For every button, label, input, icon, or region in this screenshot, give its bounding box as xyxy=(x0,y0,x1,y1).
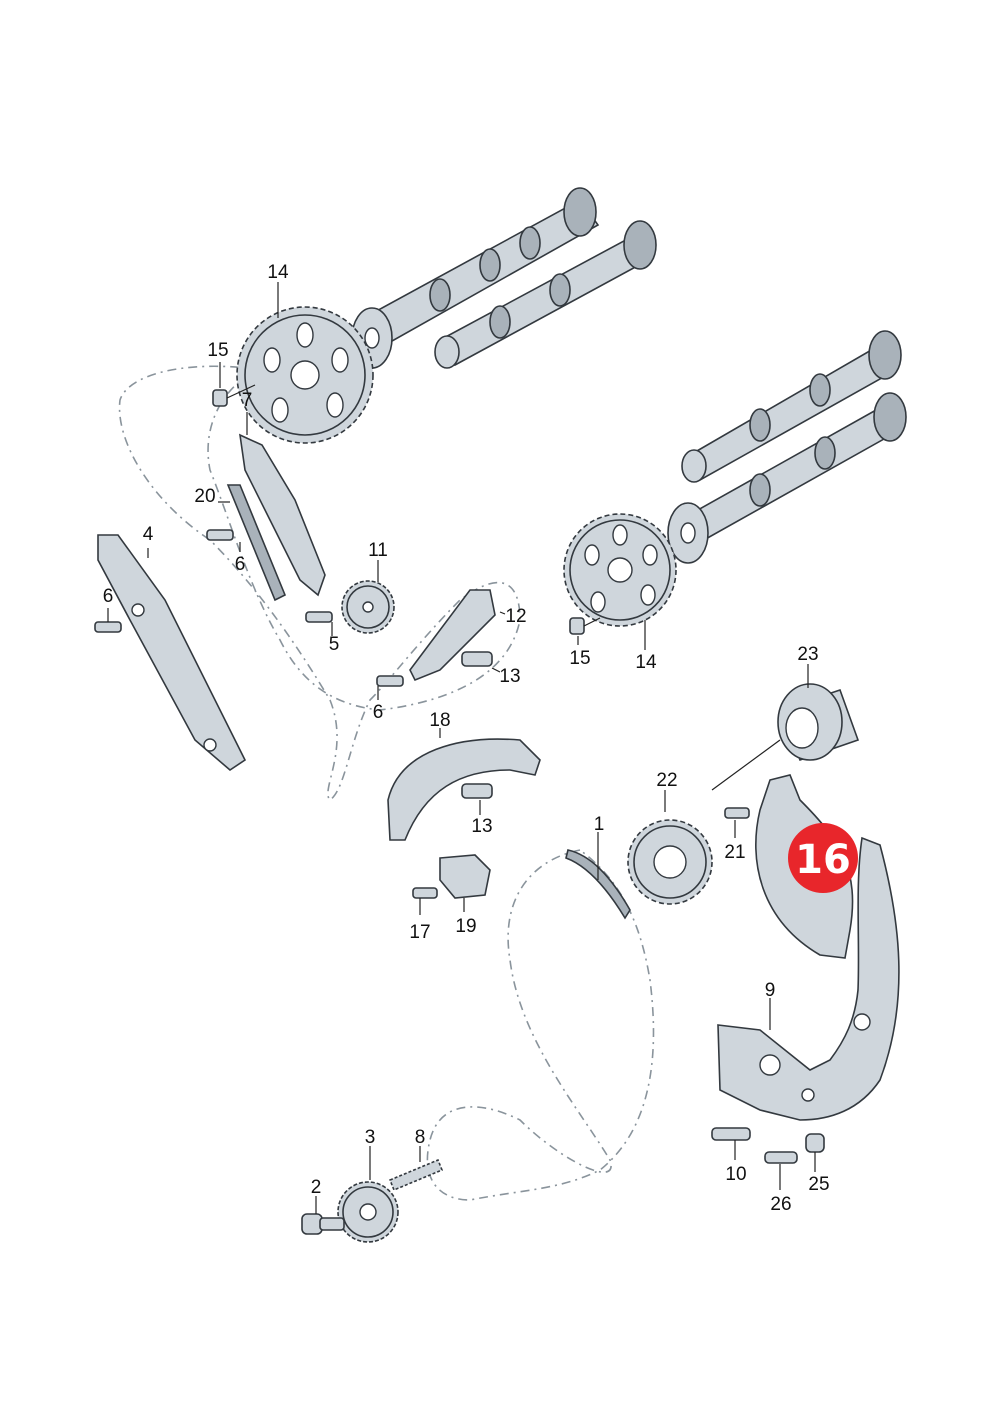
callout-20: 20 xyxy=(194,486,215,507)
callout-6-lower: 6 xyxy=(373,702,384,723)
chain-20 xyxy=(226,484,287,602)
callout-7: 7 xyxy=(242,390,253,411)
callout-6-mid: 6 xyxy=(235,554,246,575)
bolt-2 xyxy=(301,1213,345,1235)
sprocket-3 xyxy=(337,1181,399,1243)
camshaft-upper-left xyxy=(351,187,600,369)
bolt-26 xyxy=(764,1151,798,1164)
camshaft-right-upper xyxy=(681,330,902,483)
callout-8: 8 xyxy=(415,1127,426,1148)
highlight-badge-16[interactable]: 16 xyxy=(788,823,858,893)
chain-tensioner-12 xyxy=(409,589,496,682)
badge-label[interactable]: 16 xyxy=(795,837,851,883)
bolt-10 xyxy=(711,1127,751,1141)
tensioner-19 xyxy=(439,854,491,899)
callout-10: 10 xyxy=(725,1164,746,1185)
camshaft-sprocket-right xyxy=(563,513,677,627)
guide-rail-18 xyxy=(387,738,541,841)
bolt-15-right xyxy=(569,617,601,635)
badge-circle[interactable] xyxy=(788,823,858,893)
bolt-15-left xyxy=(212,384,256,407)
guide-rail-7 xyxy=(239,433,326,597)
callout-23: 23 xyxy=(797,644,818,665)
callout-4: 4 xyxy=(143,524,154,545)
upper-chain-path xyxy=(118,365,521,802)
bolt-6-mid xyxy=(206,529,234,541)
camshaft-sprocket-left xyxy=(236,306,374,444)
callout-25: 25 xyxy=(808,1174,829,1195)
callout-13-upper: 13 xyxy=(499,666,520,687)
callout-14-left: 14 xyxy=(267,262,289,283)
callout-21: 21 xyxy=(724,842,745,863)
camshaft-upper-right xyxy=(434,220,657,369)
callout-5: 5 xyxy=(329,634,340,655)
guide-rail-4 xyxy=(97,534,247,772)
gear-23 xyxy=(777,683,860,762)
callout-22: 22 xyxy=(656,770,677,791)
spring-8 xyxy=(388,1158,444,1192)
callout-12: 12 xyxy=(505,606,526,627)
callout-17: 17 xyxy=(409,922,430,943)
bolt-17 xyxy=(412,887,438,899)
bolt-6-lower xyxy=(376,675,404,687)
sprocket-11 xyxy=(341,580,395,634)
callout-13-lower: 13 xyxy=(471,816,492,837)
callout-9: 9 xyxy=(765,980,776,1001)
bolt-6-left xyxy=(94,621,122,633)
callout-6-left: 6 xyxy=(103,586,114,607)
callout-1: 1 xyxy=(594,814,605,835)
callout-18: 18 xyxy=(429,710,450,731)
camshaft-right-lower xyxy=(667,392,907,564)
callout-2: 2 xyxy=(311,1177,322,1198)
callout-14-right: 14 xyxy=(635,652,657,673)
bush-25 xyxy=(805,1133,825,1153)
callout-11: 11 xyxy=(368,540,388,561)
pin-13-lower xyxy=(461,783,493,799)
sprocket-22 xyxy=(627,819,713,905)
callout-26: 26 xyxy=(770,1194,791,1215)
callout-15-right: 15 xyxy=(569,648,590,669)
chain-1 xyxy=(565,849,631,920)
bolt-21 xyxy=(724,807,750,819)
callout-3: 3 xyxy=(365,1127,376,1148)
callout-15-left: 15 xyxy=(207,340,228,361)
callout-19: 19 xyxy=(455,916,476,937)
leader-lines xyxy=(107,282,816,1214)
tensioner-rail-9 xyxy=(717,836,900,1121)
pin-13-upper xyxy=(461,651,493,667)
bolt-5 xyxy=(305,611,333,623)
